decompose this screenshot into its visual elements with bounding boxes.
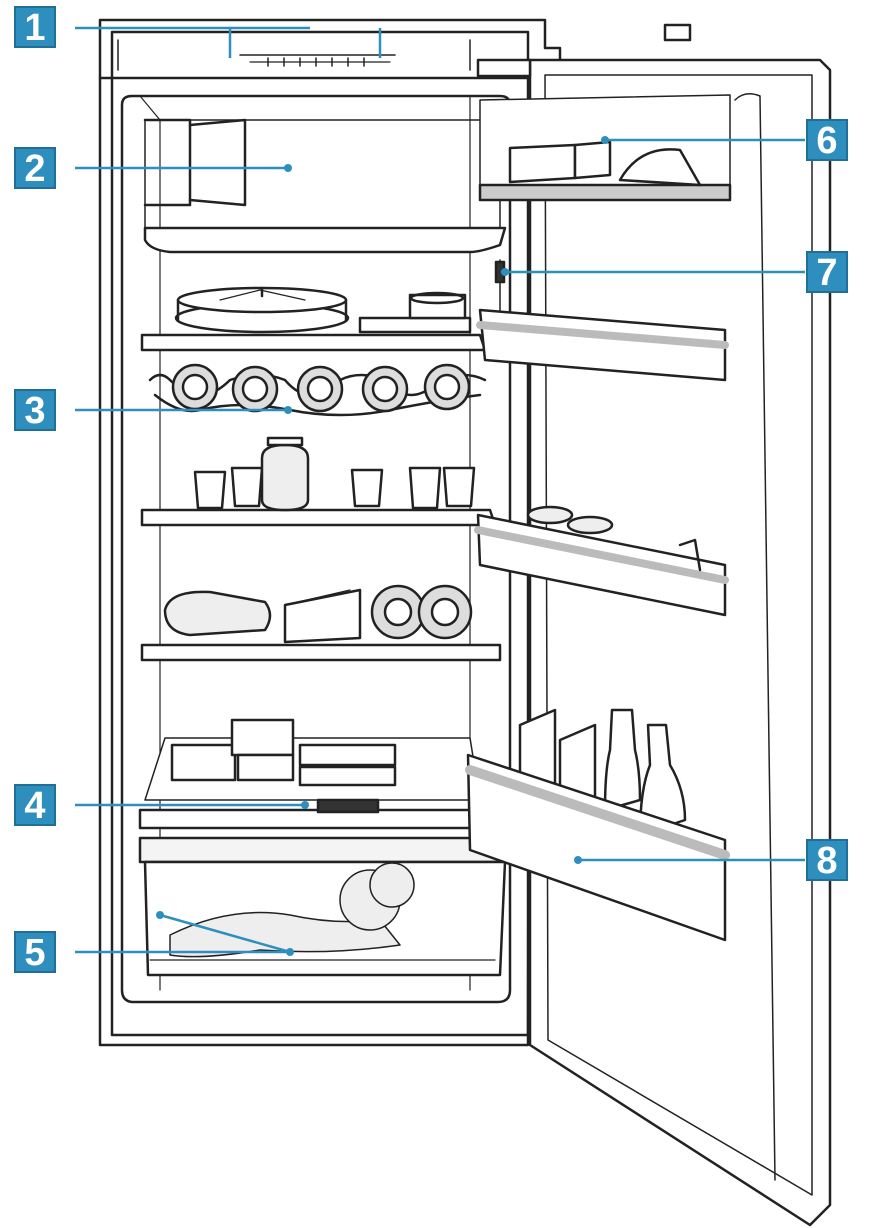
- top-compartment: [143, 118, 507, 254]
- control-panel: [239, 54, 396, 67]
- bottle-door-shelf: [465, 708, 730, 942]
- door-shelf-2: [474, 505, 729, 617]
- callout-8: 8: [806, 839, 848, 881]
- callout-5: 5: [14, 931, 56, 973]
- callout-4: 4: [14, 784, 56, 826]
- leader-points: [156, 136, 609, 956]
- door-shelf-1: [476, 308, 729, 382]
- callout-2: 2: [14, 147, 56, 189]
- leader-lines: [75, 26, 805, 954]
- bottle-rack: [148, 363, 487, 417]
- door: [476, 23, 832, 1227]
- door-top-compartment: [478, 94, 732, 202]
- callout-1: 1: [14, 6, 56, 48]
- shelf-2: [140, 436, 497, 527]
- callout-6: 6: [806, 119, 848, 161]
- shelf-4: [144, 718, 481, 801]
- callout-3: 3: [14, 389, 56, 431]
- vegetable-drawer: [143, 860, 507, 977]
- shelf-divider-handle: [138, 798, 507, 864]
- callout-7: 7: [806, 251, 848, 293]
- shelf-3: [140, 584, 502, 662]
- shelf-1: [140, 286, 487, 352]
